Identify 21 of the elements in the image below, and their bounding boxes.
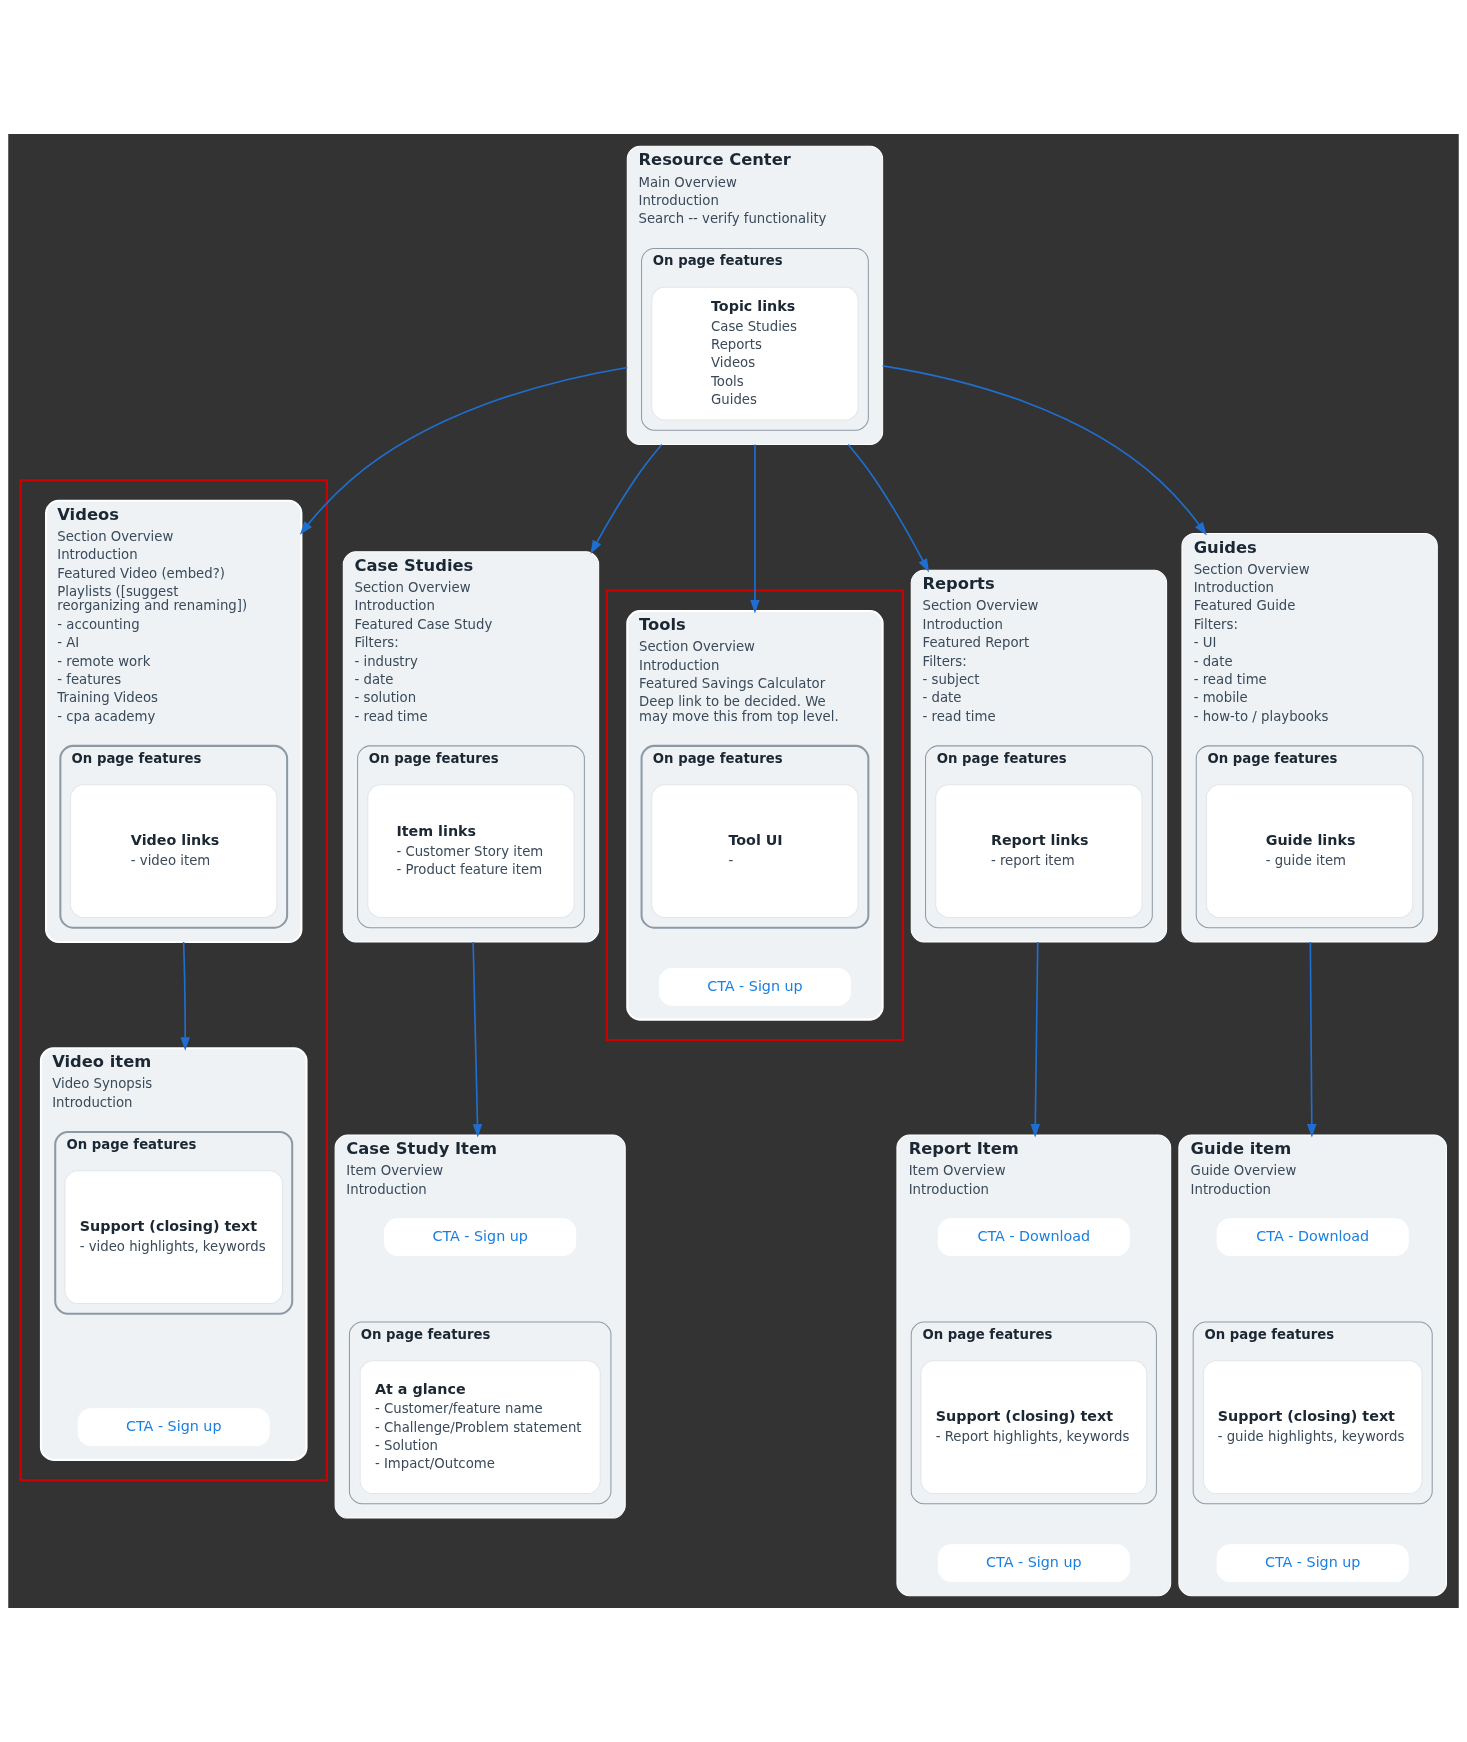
arrow [847,443,930,573]
node-box: Report links - report item [935,784,1143,918]
node-box: Tool UI - [651,784,859,918]
cluster [19,479,328,1482]
node-box: Support (closing) text - Report highlights, keywords [920,1360,1148,1495]
arrow [299,366,629,535]
arrow [881,365,1207,536]
node-box: At a glance - Customer/feature name - Challenge/Problem statement - Solution - Impact/Outcome [359,1360,601,1495]
node-box: Video links - video item [70,784,278,918]
arrow [472,941,483,1138]
node-box: Guide links - guide item [1205,784,1414,918]
arrow [1307,941,1317,1138]
cluster [605,589,905,1042]
arrow [590,443,663,554]
node-box: Item links - Customer Story item - Product feature item [367,784,575,918]
node-box: Support (closing) text - video highlights, keywords [64,1170,284,1305]
arrow [180,941,190,1051]
arrow [1030,941,1041,1138]
node-box: Support (closing) text - guide highlights, keywords [1202,1360,1423,1495]
arrow [750,443,760,614]
node-box: Topic links Case Studies Reports Videos Tools Guides [651,286,859,421]
